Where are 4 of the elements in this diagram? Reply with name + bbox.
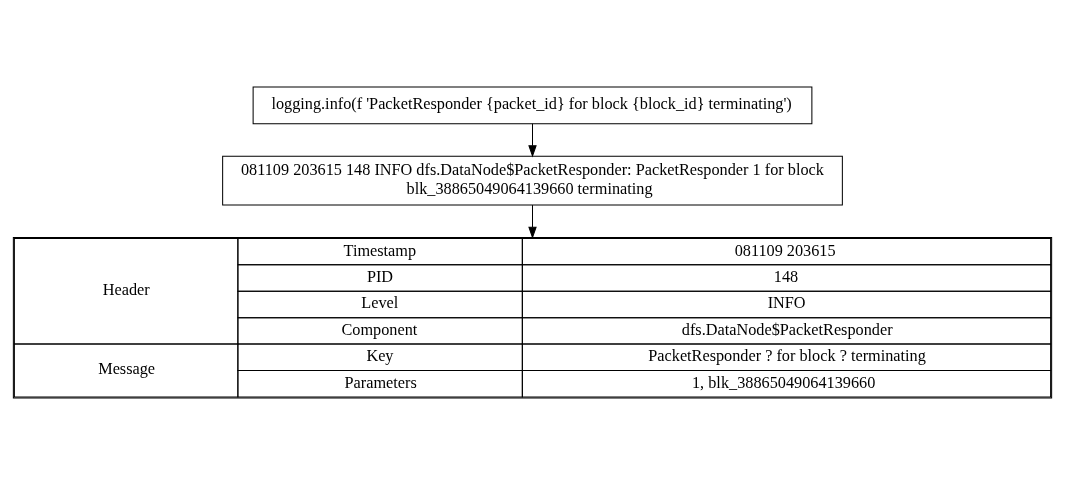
arrow <box>528 122 537 157</box>
node-box: logging.info(f 'PacketResponder {packet_id} for block {block_id} terminating') <box>252 86 813 124</box>
node-box: 081109 203615 148 INFO dfs.DataNode$PacketResponder: PacketResponder 1 for block blk_38865049064139660 terminating <box>222 155 843 205</box>
arrow <box>528 204 537 239</box>
